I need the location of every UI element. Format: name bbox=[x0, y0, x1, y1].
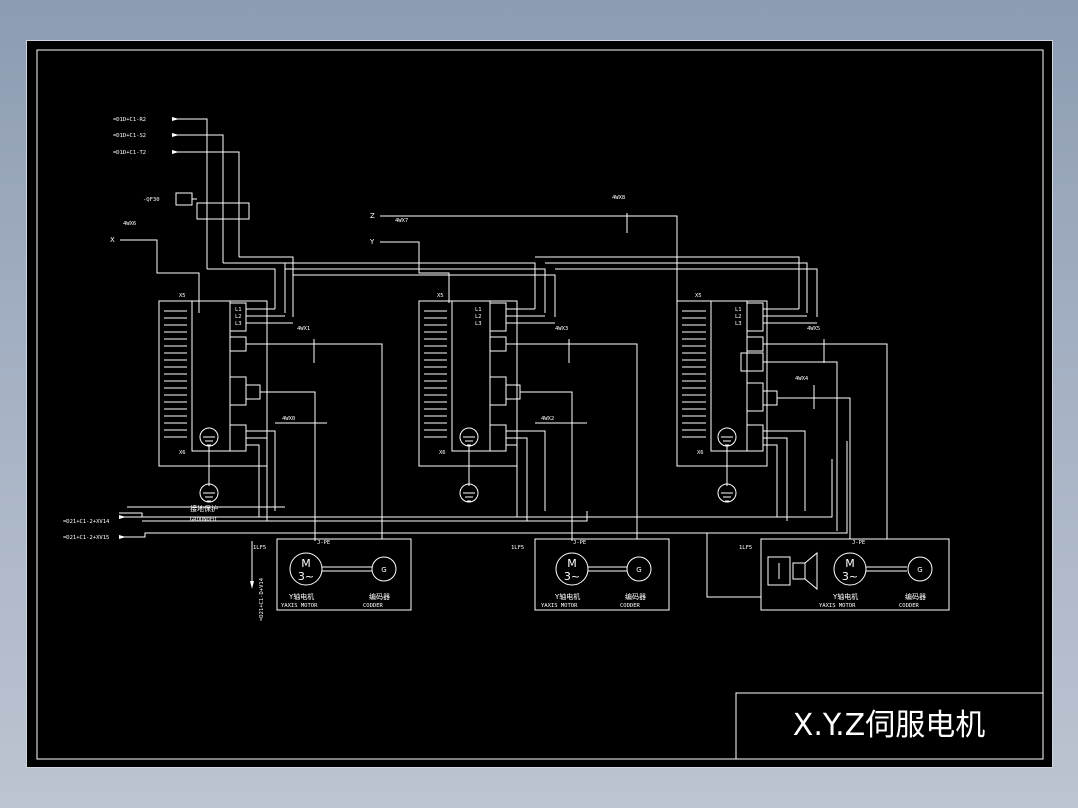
axis-input-name: Y bbox=[369, 238, 375, 246]
motor-phase: 3~ bbox=[298, 570, 314, 583]
motor-name-cn: Y轴电机 bbox=[554, 592, 580, 601]
encoder-symbol: G bbox=[636, 566, 641, 574]
motor-unit-3: 1LF5 J-PE M 3~ G Y轴电机 YAXIS MOTOR 编码器 CO… bbox=[706, 533, 950, 611]
inner-frame bbox=[36, 49, 1044, 760]
axis-inputs: X 4WX6 Z 4WX7 Y bbox=[110, 212, 678, 313]
cable-label: 1LF5 bbox=[739, 545, 752, 551]
signal-label: =D21+C1-2+XV14 bbox=[63, 519, 110, 525]
phase-label: L2 bbox=[475, 314, 482, 320]
encoder-name-cn: 编码器 bbox=[905, 592, 926, 601]
phase-label: L1 bbox=[235, 307, 242, 313]
encoder-name-cn: 编码器 bbox=[625, 592, 646, 601]
drawing-title: X.Y.Z伺服电机 bbox=[793, 708, 985, 743]
motor-phase: 3~ bbox=[564, 570, 580, 583]
motor-symbol: M bbox=[567, 557, 577, 570]
wire-label: 4WX1 bbox=[297, 326, 310, 332]
signal-label: =D21+C1-D+V14 bbox=[259, 577, 265, 621]
encoder-name-en: CODDER bbox=[899, 603, 920, 609]
drive-bottom-label: X6 bbox=[439, 450, 446, 456]
wire-labels: 4WX8 4WX1 4WX0 4WX3 4WX2 4WX5 4WX4 bbox=[275, 195, 825, 424]
motor-unit-2: 1LF5 J-PE M 3~ G Y轴电机 YAXIS MOTOR 编码器 CO… bbox=[511, 538, 670, 611]
wire-label: 4WX8 bbox=[612, 195, 625, 201]
drive-top-label: X5 bbox=[695, 293, 702, 299]
servo-drive-3: X5 L1 L2 L3 X6 bbox=[676, 293, 888, 539]
phase-label: L2 bbox=[735, 314, 742, 320]
breaker: -QF30 bbox=[143, 192, 250, 269]
drive-bottom-label: X6 bbox=[179, 450, 186, 456]
phase-label: L3 bbox=[475, 321, 482, 327]
phase-label: L2 bbox=[235, 314, 242, 320]
motor-phase: 3~ bbox=[842, 570, 858, 583]
cable-label: 1LF5 bbox=[253, 545, 266, 551]
servo-drive-2: X5 L1 L2 L3 X6 bbox=[418, 293, 638, 541]
phase-label: L1 bbox=[735, 307, 742, 313]
cable-label: 1LF5 bbox=[511, 545, 524, 551]
signal-label: =D21+C1-2+XV15 bbox=[63, 535, 109, 541]
wire-label: 4WX5 bbox=[807, 326, 820, 332]
encoder-symbol: G bbox=[381, 566, 386, 574]
power-input-label: =D1D+C1-T2 bbox=[113, 150, 146, 156]
wire-label: 4WX0 bbox=[282, 416, 295, 422]
motor-name-en: YAXIS MOTOR bbox=[541, 603, 578, 609]
drive-top-label: X5 bbox=[437, 293, 444, 299]
servo-drive-1: X5 L1 L2 L3 X6 bbox=[158, 293, 383, 541]
motor-symbol: M bbox=[301, 557, 311, 570]
encoder-name-en: CODDER bbox=[363, 603, 384, 609]
bottom-signals: =D21+C1-2+XV14 =D21+C1-2+XV15 =D21+C1-D+… bbox=[63, 441, 848, 621]
title-block bbox=[735, 692, 1044, 760]
power-input-label: =D1D+C1-S2 bbox=[113, 133, 146, 139]
phase-label: L3 bbox=[735, 321, 742, 327]
encoder-name-en: CODDER bbox=[620, 603, 641, 609]
motor-symbol: M bbox=[845, 557, 855, 570]
encoder-name-cn: 编码器 bbox=[369, 592, 390, 601]
power-bus bbox=[207, 256, 818, 317]
axis-input-name: Z bbox=[370, 212, 375, 220]
ground-label-en: GROUNDED bbox=[190, 517, 217, 523]
plug-label: J-PE bbox=[573, 540, 586, 546]
ground-label-cn: 接地保护 bbox=[190, 504, 218, 513]
drive-bottom-label: X6 bbox=[697, 450, 704, 456]
power-input-label: =D1D+C1-R2 bbox=[113, 117, 146, 123]
motor-name-en: YAXIS MOTOR bbox=[281, 603, 318, 609]
plug-label: J-PE bbox=[317, 540, 330, 546]
schematic-canvas: X.Y.Z伺服电机 =D1D+C1-R2 =D1D+C1-S2 =D1D+C1-… bbox=[36, 49, 1044, 760]
motor-name-cn: Y轴电机 bbox=[288, 592, 314, 601]
drawing-sheet: X.Y.Z伺服电机 =D1D+C1-R2 =D1D+C1-S2 =D1D+C1-… bbox=[26, 40, 1053, 768]
motor-name-en: YAXIS MOTOR bbox=[819, 603, 856, 609]
phase-label: L1 bbox=[475, 307, 482, 313]
axis-wire-label: 4WX6 bbox=[123, 221, 136, 227]
wire-label: 4WX4 bbox=[795, 376, 809, 382]
plug-label: J-PE bbox=[852, 540, 865, 546]
motor-name-cn: Y轴电机 bbox=[832, 592, 858, 601]
drive-top-label: X5 bbox=[179, 293, 186, 299]
motor-unit-1: 1LF5 J-PE M 3~ G Y轴电机 YAXIS MOTOR 编码器 CO… bbox=[253, 538, 412, 611]
wire-label: 4WX2 bbox=[541, 416, 554, 422]
phase-label: L3 bbox=[235, 321, 242, 327]
axis-input-name: X bbox=[110, 236, 115, 244]
encoder-symbol: G bbox=[917, 566, 922, 574]
axis-wire-label: 4WX7 bbox=[395, 218, 408, 224]
wire-label: 4WX3 bbox=[555, 326, 568, 332]
power-inputs: =D1D+C1-R2 =D1D+C1-S2 =D1D+C1-T2 bbox=[113, 117, 240, 203]
breaker-label: -QF30 bbox=[143, 197, 160, 203]
ground-symbol: 接地保护 GROUNDED bbox=[190, 483, 219, 523]
